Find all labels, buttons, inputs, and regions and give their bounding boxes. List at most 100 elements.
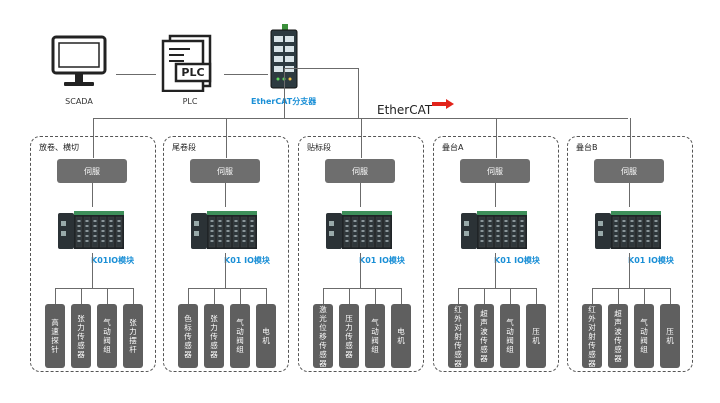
plc-label: PLC	[182, 97, 198, 106]
module-device-trunk	[360, 253, 361, 288]
device-drop-line	[323, 288, 324, 304]
device-drop-line	[55, 288, 56, 304]
device-box: 气动阀组	[500, 304, 520, 368]
device-box: 红外对射传感器	[448, 304, 468, 368]
group-drop-line	[93, 118, 94, 158]
device-box: 超声波传感器	[474, 304, 494, 368]
device-label: 气动阀组	[506, 318, 514, 354]
device-drop-line	[644, 288, 645, 304]
ethercat-logo-text: EtherCAT	[377, 103, 433, 117]
device-label: 压力传感器	[345, 313, 353, 359]
io-module-icon	[58, 211, 124, 249]
device-drop-line	[401, 288, 402, 304]
servo-box: 伺服	[57, 159, 127, 183]
device-box: 张力传感器	[204, 304, 224, 368]
device-label: 电机	[262, 327, 270, 345]
bus-riser	[358, 68, 359, 118]
group-drop-line	[630, 118, 631, 158]
servo-module-link	[225, 183, 226, 207]
scada-monitor-icon	[51, 35, 107, 86]
device-drop-line	[458, 288, 459, 304]
device-drop-line	[240, 288, 241, 304]
switch-to-bus-link	[284, 68, 358, 69]
io-module-label: K01 IO模块	[359, 256, 405, 265]
group-title: 放卷、横切	[39, 143, 79, 152]
servo-box: 伺服	[190, 159, 260, 183]
device-label: 气动阀组	[103, 318, 111, 354]
device-box: 超声波传感器	[608, 304, 628, 368]
device-drop-line	[133, 288, 134, 304]
device-drop-line	[107, 288, 108, 304]
io-module-label: K01IO模块	[91, 256, 135, 265]
io-module-icon	[595, 211, 661, 249]
device-box: 气动阀组	[634, 304, 654, 368]
device-label: 电机	[397, 327, 405, 345]
io-module-icon	[191, 211, 257, 249]
device-label: 气动阀组	[371, 318, 379, 354]
station-group-box: 贴标段伺服 K01 IO模块激光位移传感器 压力传感器 气动阀组 电机	[298, 136, 424, 372]
device-drop-line	[484, 288, 485, 304]
device-drop-line	[188, 288, 189, 304]
device-box: 压机	[660, 304, 680, 368]
device-label: 色标传感器	[184, 313, 192, 359]
device-label: 激光位移传感器	[319, 304, 327, 368]
device-label: 红外对射传感器	[588, 304, 596, 368]
scada-label: SCADA	[65, 97, 93, 106]
device-drop-line	[536, 288, 537, 304]
device-box: 压力传感器	[339, 304, 359, 368]
module-device-trunk	[92, 253, 93, 288]
device-branch-bar	[188, 288, 266, 289]
servo-box: 伺服	[325, 159, 395, 183]
io-module-label: K01 IO模块	[224, 256, 270, 265]
servo-module-link	[360, 183, 361, 207]
device-branch-bar	[458, 288, 536, 289]
device-drop-line	[510, 288, 511, 304]
plc-switch-link	[224, 74, 268, 75]
device-label: 红外对射传感器	[454, 304, 462, 368]
group-drop-line	[496, 118, 497, 158]
servo-module-link	[495, 183, 496, 207]
device-drop-line	[618, 288, 619, 304]
device-label: 张力传感器	[210, 313, 218, 359]
device-branch-bar	[55, 288, 133, 289]
group-title: 贴标段	[307, 143, 331, 152]
device-drop-line	[592, 288, 593, 304]
servo-box: 伺服	[594, 159, 664, 183]
device-box: 电机	[256, 304, 276, 368]
device-branch-bar	[323, 288, 401, 289]
device-label: 超声波传感器	[614, 309, 622, 363]
device-box: 色标传感器	[178, 304, 198, 368]
group-drop-line	[226, 118, 227, 158]
device-box: 电机	[391, 304, 411, 368]
plc-document-icon	[161, 34, 212, 92]
device-box: 激光位移传感器	[313, 304, 333, 368]
ethercat-switch-icon	[270, 24, 298, 89]
group-title: 叠台A	[442, 143, 464, 152]
device-label: 高速探针	[51, 318, 59, 354]
io-module-label: K01 IO模块	[628, 256, 674, 265]
device-box: 气动阀组	[97, 304, 117, 368]
bus-drop-from-switch	[284, 68, 285, 118]
device-box: 气动阀组	[230, 304, 250, 368]
device-drop-line	[349, 288, 350, 304]
group-drop-line	[361, 118, 362, 158]
device-box: 张力传感器	[71, 304, 91, 368]
device-drop-line	[214, 288, 215, 304]
switch-label: EtherCAT分支器	[251, 96, 316, 107]
device-box: 气动阀组	[365, 304, 385, 368]
device-label: 压机	[532, 327, 540, 345]
device-box: 红外对射传感器	[582, 304, 602, 368]
device-drop-line	[266, 288, 267, 304]
device-label: 气动阀组	[640, 318, 648, 354]
scada-plc-link	[116, 74, 156, 75]
device-box: 张力摆杆	[123, 304, 143, 368]
device-drop-line	[670, 288, 671, 304]
servo-module-link	[92, 183, 93, 207]
station-group-box: 放卷、横切伺服 K01IO模块高速探针 张力传感器 气动阀组 张力摆杆	[30, 136, 156, 372]
ethercat-logo: EtherCAT	[377, 103, 432, 117]
device-label: 压机	[666, 327, 674, 345]
group-title: 尾卷段	[172, 143, 196, 152]
servo-box: 伺服	[460, 159, 530, 183]
